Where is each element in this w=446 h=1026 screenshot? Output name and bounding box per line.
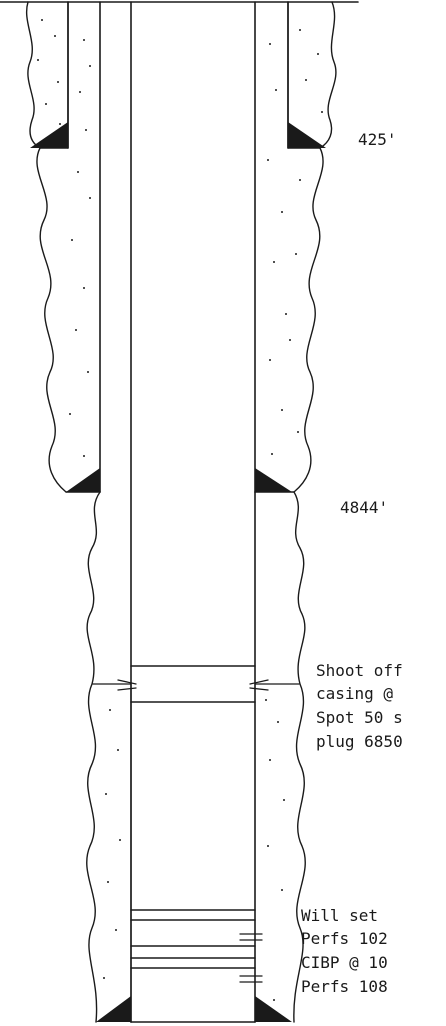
- production-casing-shoe-left: [96, 996, 131, 1022]
- open-hole-wall-right: [293, 491, 306, 1023]
- note-will-set: Will set: [301, 906, 379, 925]
- note-perfs-upper: Perfs 102: [301, 929, 388, 948]
- note-casing-at: casing @: [316, 684, 394, 703]
- intermediate-hole-wall-right: [293, 147, 324, 493]
- casing-cut-mark-left: [117, 679, 137, 691]
- intermediate-casing-shoe-right: [255, 468, 292, 492]
- perforations-upper: [239, 933, 263, 941]
- surface-cement-right: [287, 1, 337, 149]
- perforations-lower: [239, 975, 263, 983]
- intermediate-casing-shoe-left: [66, 468, 100, 492]
- note-plug-depth: plug 6850: [316, 732, 403, 751]
- surface-casing-shoe-right: [288, 122, 326, 148]
- depth-label-surface-casing: 425': [358, 130, 397, 149]
- cement-speckle-dots: [37, 19, 323, 1001]
- surface-cement-left: [26, 1, 69, 149]
- note-cibp-depth: CIBP @ 10: [301, 953, 388, 972]
- note-perfs-lower: Perfs 108: [301, 977, 388, 996]
- depth-label-intermediate-casing: 4844': [340, 498, 389, 517]
- intermediate-hole-wall-left: [36, 147, 67, 493]
- production-casing-shoe-right: [255, 996, 292, 1022]
- casing-cut-mark-right: [249, 679, 269, 691]
- note-spot-sacks: Spot 50 s: [316, 708, 403, 727]
- open-hole-wall-left: [86, 491, 101, 1023]
- note-shoot-off: Shoot off: [316, 661, 403, 680]
- surface-casing-shoe-left: [30, 122, 68, 148]
